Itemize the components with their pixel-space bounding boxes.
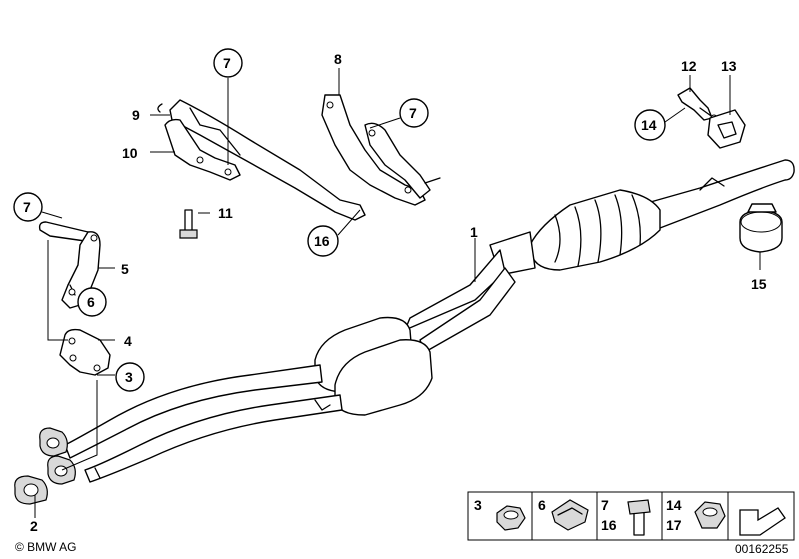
callout-7b: 7 [223,55,231,71]
callout-7c: 7 [409,105,417,121]
clip-nut-icon [551,499,589,531]
callout-16: 16 [314,233,330,249]
callout-5: 5 [121,261,129,277]
callout-8: 8 [334,51,342,67]
callout-3-circle [115,362,145,392]
callout-16-circle [307,225,339,257]
callout-6: 6 [87,294,95,310]
callout-7a-circle [13,192,43,222]
callout-14: 14 [641,117,657,133]
callout-11: 11 [218,205,233,221]
legend-3: 3 [474,497,482,513]
callout-7b-circle [213,48,243,78]
callout-7c-circle [399,98,429,128]
callout-7a: 7 [23,199,31,215]
callout-10: 10 [122,145,138,161]
callout-12: 12 [681,58,697,74]
bolt-icon [627,499,651,515]
clamp-part [739,203,783,253]
legend-16: 16 [601,517,617,533]
legend-17: 17 [666,517,682,533]
diagram-id: 00162255 [735,542,789,556]
callout-14-circle [634,109,666,141]
copyright-text: © BMW AG [15,540,77,554]
callouts: 1 2 3 4 5 6 7 7 7 8 9 10 11 12 13 14 15 … [13,48,767,534]
legend-14: 14 [666,497,682,513]
bracket-assembly-top [157,94,441,239]
hanger-parts [677,87,746,149]
callout-4: 4 [124,333,132,349]
callout-15: 15 [751,276,767,292]
callout-3: 3 [125,369,133,385]
legend-7: 7 [601,497,609,513]
callout-1: 1 [470,224,478,240]
legend-6: 6 [538,497,546,513]
callout-13: 13 [721,58,737,74]
callout-2: 2 [30,518,38,534]
callout-6-circle [77,287,107,317]
leader-lines [34,68,761,518]
callout-9: 9 [132,107,140,123]
next-arrow-icon [739,507,786,536]
bracket-assembly-left [38,221,111,376]
fastener-legend: 3 6 7 16 14 17 [467,491,795,541]
exhaust-pipe-assembly [14,159,795,505]
